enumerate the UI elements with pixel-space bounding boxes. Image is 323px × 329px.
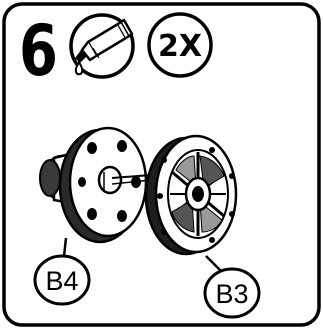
callout-b3-label: B3 [215, 279, 248, 309]
step-number: 6 [19, 10, 58, 92]
glue-tube-icon [71, 15, 133, 77]
part-b3-slotted-disc [146, 136, 236, 254]
quantity-badge: 2X [149, 14, 211, 76]
quantity-text: 2X [158, 29, 202, 64]
callout-b4-label: B4 [45, 266, 78, 296]
